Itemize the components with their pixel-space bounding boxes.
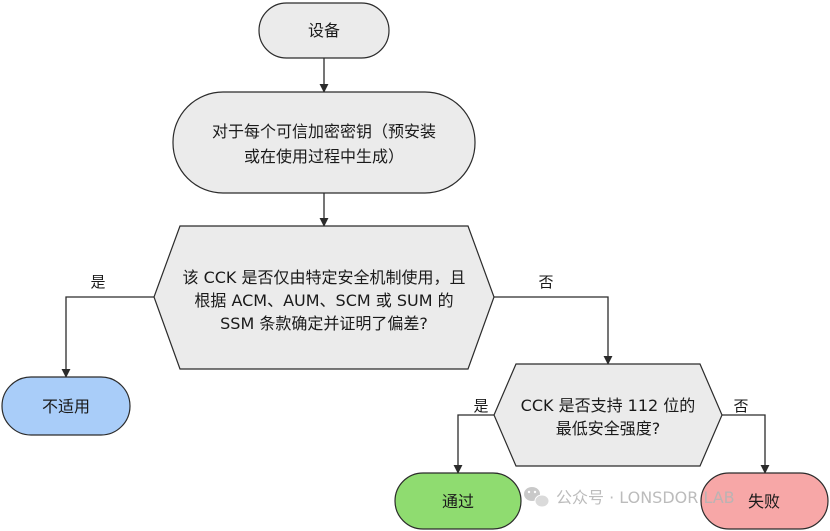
node-key-loop-line-1: 对于每个可信加密密钥（预安装 — [212, 122, 436, 141]
node-decision-1: 该 CCK 是否仅由特定安全机制使用，且 根据 ACM、AUM、SCM 或 SU… — [153, 225, 495, 370]
edge-label-d2-no: 否 — [733, 397, 748, 415]
node-decision-2-line-2: 最低安全强度? — [556, 419, 661, 438]
watermark: 公众号 · LONSDOR LAB — [524, 487, 735, 508]
edge-decision2-yes — [453, 414, 494, 474]
edge-label-d1-no: 否 — [538, 273, 553, 291]
node-fail: 失败 — [700, 472, 829, 530]
node-key-loop-line-2: 或在使用过程中生成） — [244, 147, 404, 166]
edge-label-d2-yes: 是 — [473, 397, 488, 415]
node-decision-2: CCK 是否支持 112 位的 最低安全强度? — [493, 363, 723, 467]
wechat-icon — [524, 487, 550, 508]
node-not-applicable: 不适用 — [1, 376, 131, 436]
node-fail-label: 失败 — [748, 492, 780, 511]
node-device-label: 设备 — [308, 21, 340, 40]
node-decision-1-line-1: 该 CCK 是否仅由特定安全机制使用，且 — [182, 268, 465, 287]
node-key-loop: 对于每个可信加密密钥（预安装 或在使用过程中生成） — [172, 91, 476, 194]
edge-decision1-no — [494, 296, 613, 365]
edge-decision2-no — [722, 414, 770, 474]
watermark-text: 公众号 · LONSDOR LAB — [556, 488, 735, 507]
node-decision-1-line-2: 根据 ACM、AUM、SCM 或 SUM 的 — [194, 291, 453, 310]
node-not-applicable-label: 不适用 — [42, 397, 90, 416]
node-device: 设备 — [258, 2, 390, 59]
node-decision-1-line-3: SSM 条款确定并证明了偏差? — [220, 314, 428, 333]
edge-decision1-yes — [61, 296, 154, 378]
edge-label-d1-yes: 是 — [90, 273, 105, 291]
node-pass-label: 通过 — [442, 492, 474, 511]
node-decision-2-line-1: CCK 是否支持 112 位的 — [521, 396, 696, 415]
node-pass: 通过 — [394, 472, 522, 530]
